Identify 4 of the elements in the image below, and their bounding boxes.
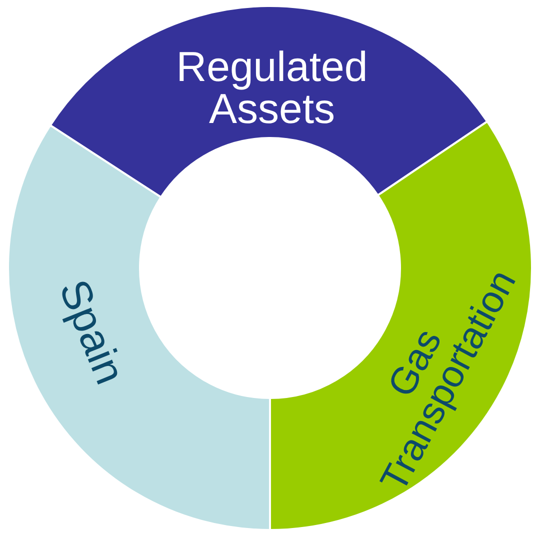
segment-label: Spain [50,272,134,392]
donut-segment [8,125,270,530]
segment-label: Regulated Assets [175,46,369,130]
donut-segment [50,6,488,198]
